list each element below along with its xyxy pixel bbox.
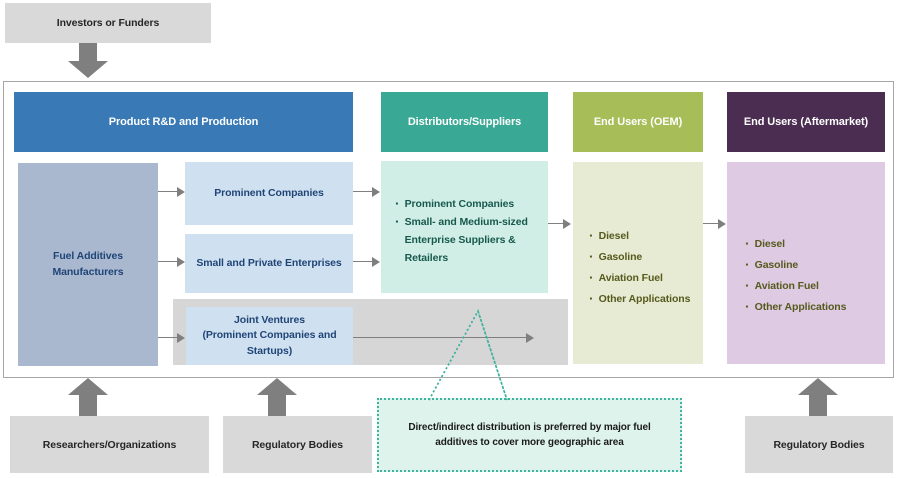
flow-arrow-oem-to-aftermarket	[703, 217, 726, 231]
bullet-item: ▪ Other Applications	[745, 297, 879, 318]
bullet-item: ▪ Aviation Fuel	[589, 268, 697, 289]
bullet-item: ▪ Gasoline	[589, 247, 697, 268]
aftermarket-applications-list: ▪ Diesel ▪ Gasoline ▪ Aviation Fuel ▪ Other App…	[727, 162, 885, 364]
up-arrow-head	[798, 378, 838, 395]
down-arrow	[68, 43, 108, 78]
regulatory-bodies-right-label: Regulatory Bodies	[773, 438, 865, 451]
down-arrow-head	[68, 61, 108, 78]
bullet-text: Small- and Medium-sized Enterprise Suppl…	[404, 216, 528, 264]
flow-arrow-manufacturers-to-prominent	[158, 185, 185, 199]
header-end-users-oem-label: End Users (OEM)	[593, 116, 683, 128]
bullet-item: ▪ Gasoline	[745, 255, 879, 276]
distribution-callout: Direct/indirect distribution is preferre…	[377, 398, 682, 472]
joint-ventures-label-line2: (Prominent Companies and Startups)	[202, 329, 337, 357]
up-arrow-stem	[268, 395, 286, 416]
down-arrow-stem	[79, 43, 97, 61]
bullet-item: ▪ Diesel	[589, 226, 697, 247]
bullet-marker-icon: ▪	[589, 252, 593, 262]
fuel-additives-manufacturers-label: Fuel Additives Manufacturers	[52, 250, 124, 278]
header-end-users-oem: End Users (OEM)	[573, 92, 703, 152]
flow-arrow-distributors-to-oem	[548, 217, 571, 231]
bullet-item: ▪ Aviation Fuel	[745, 276, 879, 297]
researchers-organizations-box: Researchers/Organizations	[10, 416, 209, 473]
up-arrow-researchers	[68, 378, 108, 416]
bullet-text: Gasoline	[754, 259, 799, 271]
fuel-additives-manufacturers-box: Fuel Additives Manufacturers	[18, 163, 158, 366]
bullet-text: Diesel	[598, 230, 629, 242]
bullet-text: Gasoline	[598, 251, 643, 263]
bullet-text: Prominent Companies	[404, 198, 515, 210]
bullet-marker-icon: ▪	[395, 217, 399, 227]
bullet-text: Diesel	[754, 238, 785, 250]
flow-arrow-small-private-to-distributors	[353, 255, 380, 269]
bullet-text: Aviation Fuel	[598, 272, 663, 284]
small-private-enterprises-box: Small and Private Enterprises	[185, 234, 353, 293]
header-end-users-aftermarket: End Users (Aftermarket)	[727, 92, 885, 152]
prominent-companies-label: Prominent Companies	[214, 186, 324, 199]
regulatory-bodies-left-label: Regulatory Bodies	[251, 438, 344, 451]
up-arrow-regulatory-right	[798, 378, 838, 416]
bullet-marker-icon: ▪	[745, 239, 749, 249]
flow-arrow-manufacturers-to-small-private	[158, 255, 185, 269]
flow-arrow-prominent-to-distributors	[353, 185, 380, 199]
bullet-item: ▪ Other Applications	[589, 289, 697, 310]
bullet-text: Aviation Fuel	[754, 280, 819, 292]
up-arrow-head	[257, 378, 297, 395]
prominent-companies-box: Prominent Companies	[185, 162, 353, 225]
bullet-item: ▪ Prominent Companies	[395, 195, 540, 213]
bullet-marker-icon: ▪	[589, 231, 593, 241]
investors-label: Investors or Funders	[56, 17, 160, 29]
investors-box: Investors or Funders	[5, 3, 211, 43]
bullet-text: Other Applications	[754, 301, 847, 313]
flow-arrow-manufacturers-to-joint-ventures	[158, 331, 185, 345]
up-arrow-regulatory-left	[257, 378, 297, 416]
distribution-callout-text: Direct/indirect distribution is preferre…	[408, 421, 651, 449]
header-product-rnd: Product R&D and Production	[14, 92, 353, 152]
up-arrow-head	[68, 378, 108, 395]
distributors-list: ▪ Prominent Companies ▪ Small- and Medium-s…	[381, 161, 548, 293]
bullet-item: ▪ Diesel	[745, 234, 879, 255]
bullet-marker-icon: ▪	[589, 273, 593, 283]
regulatory-bodies-left-box: Regulatory Bodies	[223, 416, 372, 473]
header-end-users-aftermarket-label: End Users (Aftermarket)	[743, 116, 869, 128]
header-distributors: Distributors/Suppliers	[381, 92, 548, 152]
bullet-marker-icon: ▪	[395, 199, 399, 209]
small-private-enterprises-label: Small and Private Enterprises	[196, 256, 342, 269]
bullet-marker-icon: ▪	[589, 294, 593, 304]
joint-ventures-box: Joint Ventures (Prominent Companies and …	[186, 307, 353, 365]
flow-arrow-joint-ventures-to-end-users	[353, 331, 534, 345]
up-arrow-stem	[809, 395, 827, 416]
regulatory-bodies-right-box: Regulatory Bodies	[745, 416, 893, 473]
bullet-marker-icon: ▪	[745, 260, 749, 270]
up-arrow-stem	[79, 395, 97, 416]
bullet-item: ▪ Small- and Medium-sized Enterprise Supp…	[395, 213, 540, 267]
researchers-organizations-label: Researchers/Organizations	[42, 438, 177, 451]
bullet-marker-icon: ▪	[745, 281, 749, 291]
oem-applications-list: ▪ Diesel ▪ Gasoline ▪ Aviation Fuel ▪ Other App…	[573, 162, 703, 364]
header-distributors-label: Distributors/Suppliers	[407, 116, 522, 128]
bullet-text: Other Applications	[598, 293, 691, 305]
bullet-marker-icon: ▪	[745, 302, 749, 312]
joint-ventures-label-line1: Joint Ventures	[234, 314, 305, 327]
header-product-rnd-label: Product R&D and Production	[108, 116, 259, 128]
